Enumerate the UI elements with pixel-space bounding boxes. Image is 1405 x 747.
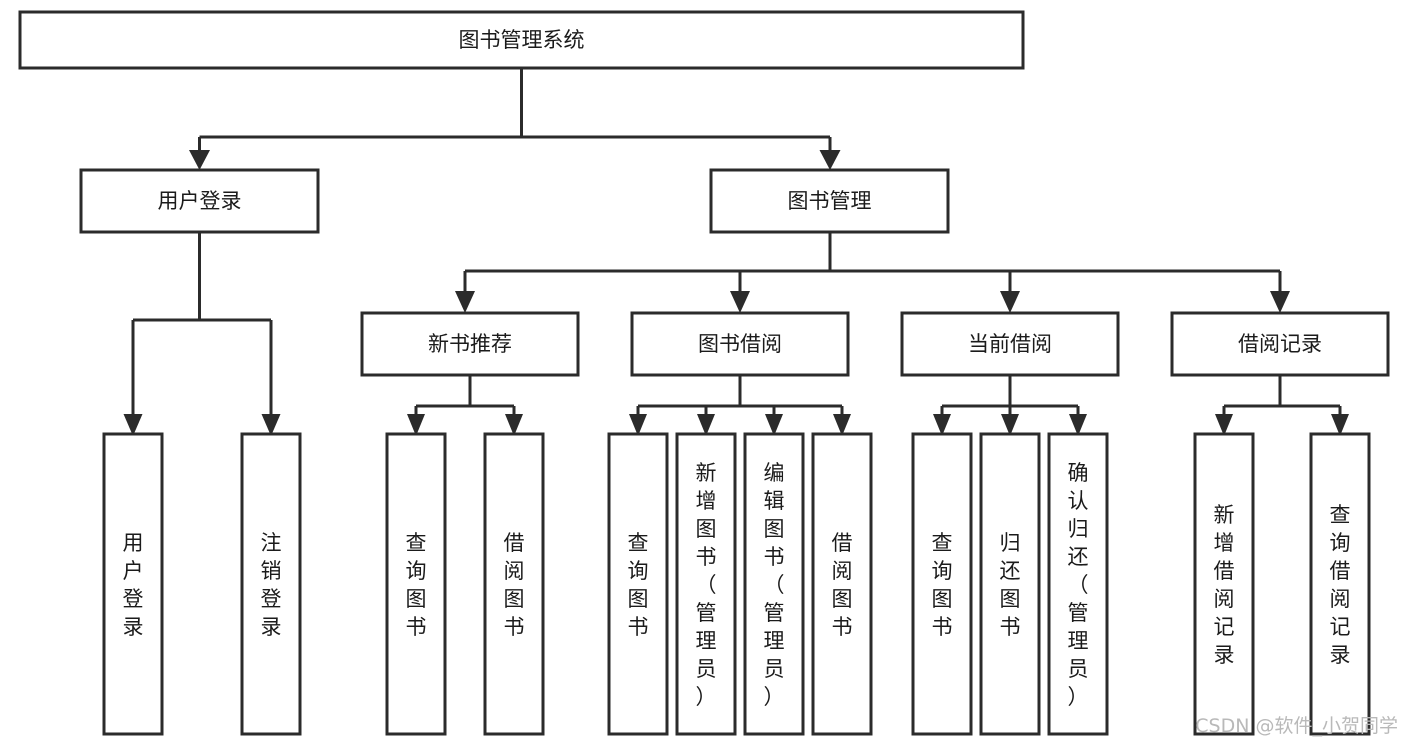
node-new-book-rec-box[interactable] [360, 311, 580, 377]
leaf-query-record-box[interactable] [1309, 432, 1371, 736]
leaf-user-login-label: 用户登录 [123, 531, 144, 639]
leaf-query-book-3-box[interactable] [911, 432, 973, 736]
leaf-query-book-2-label: 查询图书 [628, 531, 649, 639]
leaf-query-book-2-box[interactable] [607, 432, 669, 736]
node-borrow-record-box[interactable] [1170, 311, 1390, 377]
arrowhead-borrow-record [1270, 291, 1290, 313]
arrowhead-leaf-user-login [123, 414, 143, 436]
arrowhead-new-book-rec [455, 291, 475, 313]
node-book-borrow[interactable]: 图书借阅 [630, 311, 850, 377]
leaf-user-login[interactable]: 用户登录 [102, 432, 164, 736]
arrowhead-leaf-confirm-return [1069, 414, 1087, 436]
leaf-borrow-book-2-label: 借阅图书 [832, 531, 853, 639]
arrowhead-leaf-borrow-book-2 [833, 414, 851, 436]
csdn-watermark: CSDN @软件_小贺同学 [1195, 715, 1398, 737]
leaf-query-book-3-label: 查询图书 [932, 531, 953, 639]
arrowhead-leaf-query-book-1 [407, 414, 425, 436]
leaf-query-book-2[interactable]: 查询图书 [607, 432, 669, 736]
node-root-box[interactable] [18, 10, 1025, 70]
leaf-borrow-book-1[interactable]: 借阅图书 [483, 432, 545, 736]
leaf-add-book-box[interactable] [675, 432, 737, 736]
arrowhead-book-manage [819, 150, 841, 170]
leaf-edit-book-box[interactable] [743, 432, 805, 736]
leaf-confirm-return[interactable]: 确认归还（管理员） [1047, 432, 1109, 736]
leaf-query-record[interactable]: 查询借阅记录 [1309, 432, 1371, 736]
leaf-edit-book-label: 编辑图书（管理员） [764, 461, 785, 709]
node-current-borrow[interactable]: 当前借阅 [900, 311, 1120, 377]
node-user-login[interactable]: 用户登录 [79, 168, 320, 234]
leaf-query-book-1-label: 查询图书 [406, 531, 427, 639]
node-book-manage-label: 图书管理 [788, 189, 872, 213]
leaf-logout[interactable]: 注销登录 [240, 432, 302, 736]
node-book-manage-box[interactable] [709, 168, 950, 234]
leaf-borrow-book-2[interactable]: 借阅图书 [811, 432, 873, 736]
node-user-login-label: 用户登录 [158, 189, 242, 213]
arrowhead-user-login [189, 150, 210, 170]
leaf-return-book-label: 归还图书 [1000, 531, 1021, 639]
node-user-login-box[interactable] [79, 168, 320, 234]
leaf-add-record[interactable]: 新增借阅记录 [1193, 432, 1255, 736]
leaf-user-login-box[interactable] [102, 432, 164, 736]
node-current-borrow-label: 当前借阅 [968, 332, 1052, 356]
leaf-logout-box[interactable] [240, 432, 302, 736]
arrowhead-leaf-add-book [697, 414, 715, 436]
node-book-manage[interactable]: 图书管理 [709, 168, 950, 234]
leaf-confirm-return-label: 确认归还（管理员） [1068, 461, 1089, 709]
leaf-add-record-box[interactable] [1193, 432, 1255, 736]
leaf-borrow-book-1-label: 借阅图书 [504, 531, 525, 639]
connector-layer [123, 68, 1349, 436]
leaf-logout-label: 注销登录 [261, 531, 282, 639]
arrowhead-leaf-edit-book [765, 414, 783, 436]
leaf-confirm-return-box[interactable] [1047, 432, 1109, 736]
node-borrow-record[interactable]: 借阅记录 [1170, 311, 1390, 377]
node-new-book-rec-label: 新书推荐 [428, 332, 512, 356]
arrowhead-leaf-return-book [1001, 414, 1019, 436]
arrowhead-leaf-query-record [1331, 414, 1349, 436]
arrowhead-current-borrow [1000, 291, 1020, 313]
arrowhead-leaf-query-book-3 [933, 414, 951, 436]
arrowhead-leaf-borrow-book-1 [505, 414, 523, 436]
leaf-add-book-label: 新增图书（管理员） [696, 461, 717, 709]
arrowhead-book-borrow [730, 291, 750, 313]
node-current-borrow-box[interactable] [900, 311, 1120, 377]
node-root[interactable]: 图书管理系统 [18, 10, 1025, 70]
node-book-borrow-box[interactable] [630, 311, 850, 377]
leaf-add-book[interactable]: 新增图书（管理员） [675, 432, 737, 736]
leaf-add-record-label: 新增借阅记录 [1214, 503, 1235, 667]
node-borrow-record-label: 借阅记录 [1238, 332, 1322, 356]
arrowhead-leaf-logout [261, 414, 281, 436]
leaf-query-record-label: 查询借阅记录 [1330, 503, 1351, 667]
node-new-book-rec[interactable]: 新书推荐 [360, 311, 580, 377]
arrowhead-leaf-add-record [1215, 414, 1233, 436]
leaf-return-book-box[interactable] [979, 432, 1041, 736]
leaf-borrow-book-1-box[interactable] [483, 432, 545, 736]
leaf-return-book[interactable]: 归还图书 [979, 432, 1041, 736]
leaf-borrow-book-2-box[interactable] [811, 432, 873, 736]
leaf-query-book-1-box[interactable] [385, 432, 447, 736]
leaf-query-book-3[interactable]: 查询图书 [911, 432, 973, 736]
leaf-edit-book[interactable]: 编辑图书（管理员） [743, 432, 805, 736]
leaf-query-book-1[interactable]: 查询图书 [385, 432, 447, 736]
arrowhead-leaf-query-book-2 [629, 414, 647, 436]
node-root-label: 图书管理系统 [459, 28, 585, 52]
node-book-borrow-label: 图书借阅 [698, 332, 782, 356]
